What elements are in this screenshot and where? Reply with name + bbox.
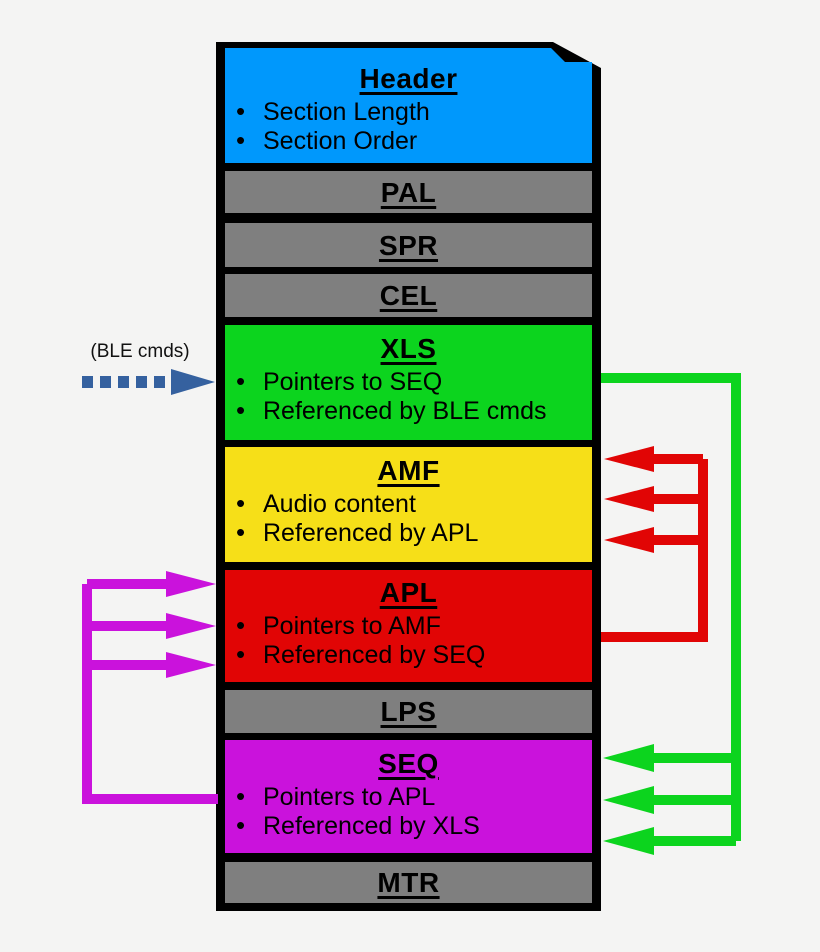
bullet-text: Referenced by XLS: [263, 812, 480, 840]
section-mtr: MTR: [225, 862, 592, 903]
bullet-text: Section Length: [263, 98, 430, 126]
section-amf: AMF • Audio content • Referenced by APL: [225, 447, 592, 562]
section-apl: APL • Pointers to AMF • Referenced by SEQ: [225, 570, 592, 682]
seq-to-apl-connector: [82, 579, 218, 804]
section-title: Header: [359, 63, 458, 94]
apl-to-amf-arrowheads: [604, 446, 654, 553]
section-spr: SPR: [225, 223, 592, 267]
bullet-marker: •: [236, 781, 246, 811]
bullet-marker: •: [236, 517, 246, 547]
xls-to-seq-arrowheads: [603, 744, 654, 855]
arrowhead-icon: [171, 369, 215, 395]
bullet-item: • Referenced by APL: [225, 517, 592, 548]
arrowhead-icon: [603, 827, 654, 855]
bullet-text: Pointers to AMF: [263, 612, 441, 640]
bullet-text: Section Order: [263, 127, 418, 155]
bullet-item: • Referenced by SEQ: [225, 639, 592, 670]
ble-cmds-label: (BLE cmds): [90, 341, 190, 362]
section-title: XLS: [380, 333, 437, 364]
section-title: LPS: [380, 696, 437, 727]
arrowhead-icon: [604, 446, 654, 472]
bullet-text: Referenced by BLE cmds: [263, 397, 547, 425]
section-seq: SEQ • Pointers to APL • Referenced by XLS: [225, 740, 592, 853]
bullet-marker: •: [236, 366, 246, 396]
bullet-marker: •: [236, 125, 246, 155]
bullet-item: • Section Order: [225, 125, 592, 156]
arrowhead-icon: [603, 786, 654, 814]
bullet-list: • Section Length • Section Order: [225, 96, 592, 156]
section-title: SPR: [378, 229, 439, 261]
bullet-text: Audio content: [263, 490, 416, 518]
arrowhead-icon: [604, 527, 654, 553]
bullet-marker: •: [236, 395, 246, 425]
section-pal: PAL: [225, 171, 592, 213]
section-cel: CEL: [225, 274, 592, 317]
bullet-marker: •: [236, 810, 246, 840]
bullet-text: Referenced by APL: [263, 519, 479, 547]
arrowhead-icon: [604, 486, 654, 512]
bullet-item: • Pointers to AMF: [225, 610, 592, 641]
bullet-item: • Section Length: [225, 96, 592, 127]
bullet-marker: •: [236, 610, 246, 640]
seq-to-apl-arrowheads: [166, 571, 216, 678]
bullet-item: • Referenced by XLS: [225, 810, 592, 841]
section-title: CEL: [379, 280, 438, 311]
arrowhead-icon: [166, 571, 216, 597]
bullet-text: Pointers to SEQ: [263, 368, 443, 396]
arrowhead-icon: [166, 652, 216, 678]
section-lps: LPS: [225, 690, 592, 733]
bullet-list: • Pointers to AMF • Referenced by SEQ: [225, 610, 592, 670]
section-title: SEQ: [378, 748, 439, 779]
bullet-marker: •: [236, 96, 246, 126]
bullet-item: • Pointers to APL: [225, 781, 592, 812]
arrowhead-icon: [166, 613, 216, 639]
bullet-list: • Pointers to APL • Referenced by XLS: [225, 781, 592, 841]
bullet-marker: •: [236, 488, 246, 518]
bullet-text: Pointers to APL: [263, 783, 436, 811]
bullet-marker: •: [236, 639, 246, 669]
section-title: AMF: [377, 455, 440, 486]
bullet-list: • Pointers to SEQ • Referenced by BLE cmds: [225, 366, 592, 426]
ble-cmds-arrow: [82, 369, 215, 395]
bullet-item: • Pointers to SEQ: [225, 366, 592, 397]
section-title: APL: [379, 577, 438, 608]
bullet-text: Referenced by SEQ: [263, 641, 486, 669]
bullet-item: • Audio content: [225, 488, 592, 519]
section-title: MTR: [377, 867, 440, 898]
section-title: PAL: [380, 176, 437, 208]
bullet-item: • Referenced by BLE cmds: [225, 395, 592, 426]
xls-to-seq-connector: [601, 373, 741, 846]
apl-to-amf-connector: [601, 454, 708, 642]
section-xls: XLS • Pointers to SEQ • Referenced by BLE …: [225, 325, 592, 440]
section-header: Header • Section Length • Section Order: [225, 48, 592, 163]
arrowhead-icon: [603, 744, 654, 772]
bullet-list: • Audio content • Referenced by APL: [225, 488, 592, 548]
